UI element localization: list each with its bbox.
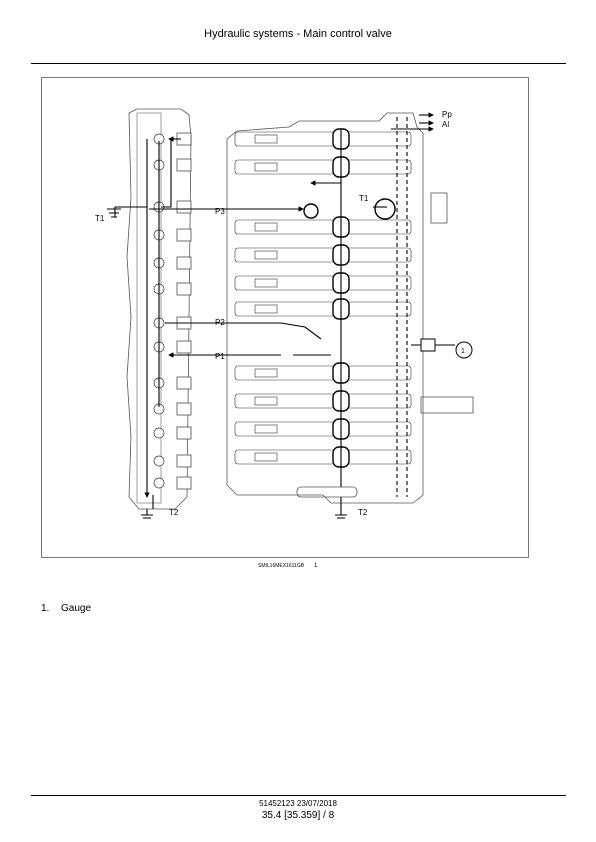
footer-page-ref: 35.4 [35.359] / 8 — [261, 810, 335, 821]
label-t2-right: T2 — [358, 508, 368, 517]
right-section-plug — [254, 452, 278, 462]
callout-circle — [455, 341, 473, 359]
left-port-circle — [153, 477, 165, 489]
left-spool-stack — [153, 132, 192, 490]
figure-number: 1 — [314, 563, 318, 569]
right-section-plug — [254, 250, 278, 260]
right-section-plug — [254, 304, 278, 314]
right-section-plug — [254, 424, 278, 434]
spool-ring — [303, 203, 319, 219]
label-t1-left: T1 — [95, 214, 105, 223]
right-section-plug — [254, 278, 278, 288]
gauge-icon — [420, 338, 455, 352]
right-section-plug — [254, 222, 278, 232]
label-p2: P2 — [215, 318, 225, 327]
right-section-rows — [234, 131, 412, 465]
legend-item-number: 1. — [41, 603, 50, 614]
right-section-row — [234, 159, 412, 175]
left-plug — [176, 454, 192, 468]
right-valve-body — [226, 112, 474, 504]
right-section-row — [234, 365, 412, 381]
left-port-circle — [153, 455, 165, 467]
center-spools — [303, 128, 396, 468]
left-plug — [176, 376, 192, 390]
header-rule — [31, 63, 566, 64]
legend-item: 1. Gauge — [41, 603, 91, 614]
footer-doc-ref: 51452123 23/07/2018 — [259, 799, 337, 808]
left-plug — [176, 158, 192, 172]
right-section-row — [234, 131, 412, 147]
flow-lines — [107, 112, 455, 519]
label-t1-mid: T1 — [359, 194, 369, 203]
right-section-row — [234, 393, 412, 409]
left-plug — [176, 476, 192, 490]
left-valve-body — [126, 108, 192, 510]
label-p1: P1 — [215, 352, 225, 361]
right-section-plug — [254, 368, 278, 378]
label-t2-left: T2 — [169, 508, 179, 517]
footer-rule — [31, 795, 566, 796]
figure-frame — [41, 77, 529, 558]
page-header-title: Hydraulic systems - Main control valve — [204, 28, 392, 40]
left-port-circle — [153, 427, 165, 439]
right-section-row — [234, 275, 412, 291]
left-plug — [176, 426, 192, 440]
label-al: Al — [442, 120, 449, 129]
left-plug — [176, 282, 192, 296]
label-p3: P3 — [215, 207, 225, 216]
figure-id-code: SMIL16MEX1611GB — [258, 563, 305, 569]
label-pp: Pp — [442, 110, 452, 119]
spool-ring — [374, 198, 396, 220]
left-plug — [176, 228, 192, 242]
right-section-row — [234, 421, 412, 437]
right-section-row — [234, 219, 412, 235]
legend-item-text: Gauge — [61, 603, 92, 614]
right-section-plug — [254, 134, 278, 144]
left-plug — [176, 256, 192, 270]
callout-number: 1 — [461, 348, 465, 355]
left-plug — [176, 200, 192, 214]
right-section-row — [234, 247, 412, 263]
left-plug — [176, 340, 192, 354]
right-section-row — [234, 449, 412, 465]
left-plug — [176, 402, 192, 416]
right-section-row — [234, 301, 412, 317]
right-section-plug — [254, 396, 278, 406]
right-section-plug — [254, 162, 278, 172]
hydraulic-diagram: T1 P3 P2 P1 T1 Pp Al T2 T2 1 — [95, 108, 474, 519]
